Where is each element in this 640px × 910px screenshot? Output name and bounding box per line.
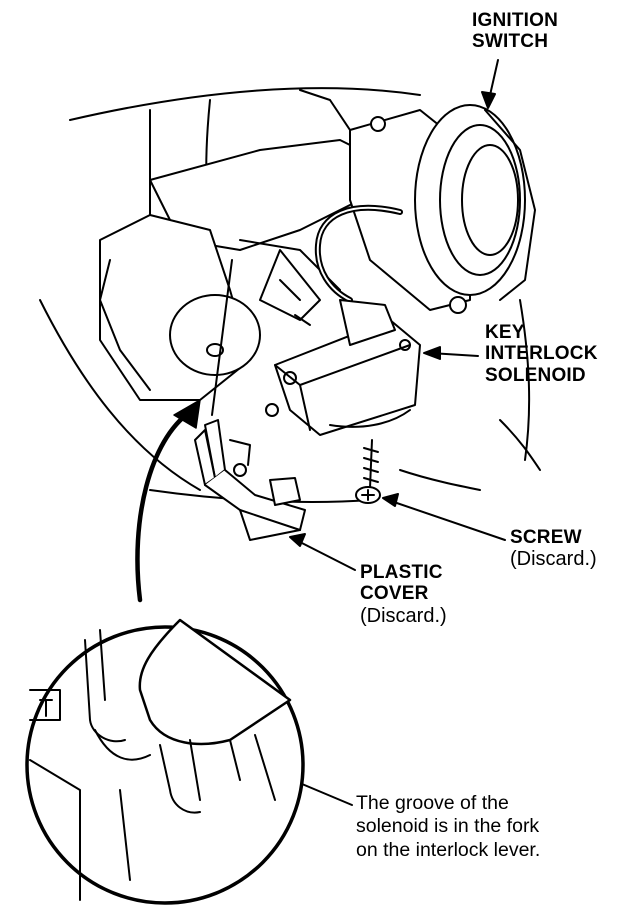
key-interlock-solenoid-label: KEY INTERLOCK SOLENOID	[485, 322, 598, 386]
steering-column-outline	[39, 87, 541, 503]
plastic-cover-label-line2: COVER	[360, 583, 429, 605]
screw-part	[355, 439, 381, 504]
key-interlock-solenoid-part	[265, 299, 421, 436]
plastic-cover-part	[194, 419, 306, 541]
plastic-cover-label-note: (Discard.)	[360, 604, 447, 627]
plastic-cover-label: PLASTIC COVER (Discard.)	[360, 562, 447, 627]
ignition-switch-label-line2: SWITCH	[472, 31, 549, 53]
groove-note: The groove of the solenoid is in the for…	[356, 792, 540, 862]
screw-label: SCREW (Discard.)	[510, 527, 597, 571]
ignition-switch-label-line1: IGNITION	[472, 10, 559, 31]
key-interlock-solenoid-label-line3: SOLENOID	[485, 364, 586, 386]
groove-note-line3: on the interlock lever.	[356, 838, 541, 861]
plastic-cover-label-line1: PLASTIC	[360, 562, 443, 583]
solenoid-wire-inner	[316, 206, 401, 301]
key-interlock-solenoid-label-line1: KEY	[485, 322, 525, 343]
ignition-switch-label: IGNITION SWITCH	[472, 10, 558, 53]
groove-note-line2: solenoid is in the fork	[356, 815, 540, 838]
groove-note-line1: The groove of the	[356, 792, 509, 814]
screw-label-name: SCREW	[510, 527, 582, 548]
key-interlock-solenoid-label-line2: INTERLOCK	[485, 343, 598, 365]
ignition-switch-body	[349, 104, 536, 314]
screw-label-note: (Discard.)	[510, 548, 597, 571]
detail-callout-arrow	[135, 399, 201, 603]
detail-circle	[25, 618, 305, 905]
